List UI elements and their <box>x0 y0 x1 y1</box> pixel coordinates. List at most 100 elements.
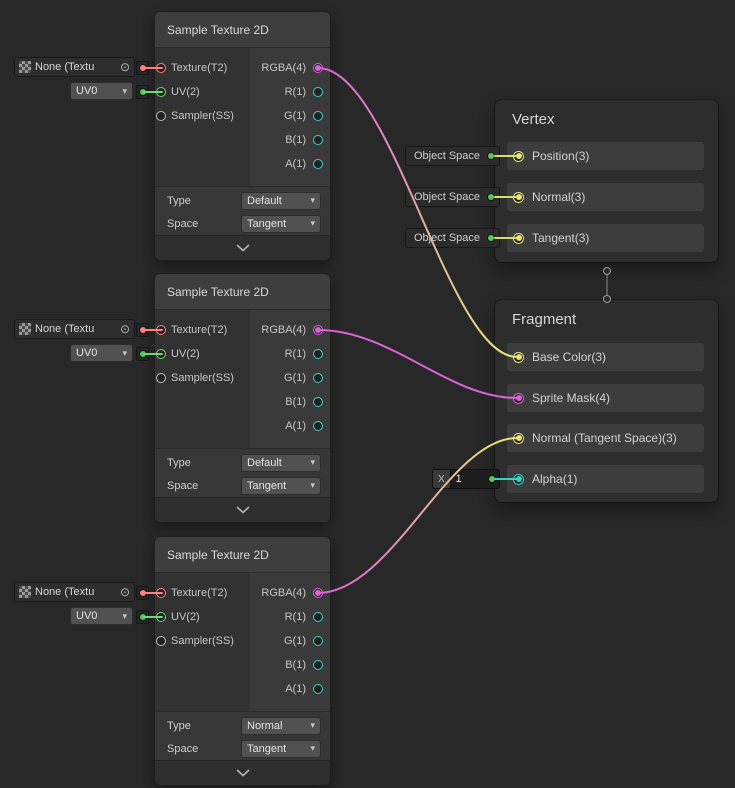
type-dropdown[interactable]: Normal ▾ <box>241 716 321 735</box>
rgba-port-icon[interactable] <box>313 588 323 598</box>
texture-connector-chip[interactable] <box>136 586 149 600</box>
texture-asset-field[interactable]: None (Textu ⊙ <box>14 57 135 77</box>
texture-connector-chip[interactable] <box>136 323 149 337</box>
texture-connector-chip[interactable] <box>136 61 149 75</box>
g-port-icon[interactable] <box>313 636 323 646</box>
normal-tangent-port-icon[interactable] <box>513 432 524 444</box>
g-port-icon[interactable] <box>313 373 323 383</box>
sample-texture-node-1[interactable]: Sample Texture 2D Texture(T2) UV(2) Samp… <box>155 12 330 260</box>
output-port-g[interactable]: G(1) <box>250 104 330 128</box>
input-port-sampler[interactable]: Sampler(SS) <box>155 629 250 653</box>
input-port-texture[interactable]: Texture(T2) <box>155 581 250 605</box>
output-port-rgba[interactable]: RGBA(4) <box>250 581 330 605</box>
output-port-b[interactable]: B(1) <box>250 390 330 414</box>
node-header[interactable]: Sample Texture 2D <box>155 12 330 48</box>
texture-port-icon[interactable] <box>156 325 166 335</box>
position-port-icon[interactable] <box>513 150 524 162</box>
sampler-port-icon[interactable] <box>156 373 166 383</box>
rgba-port-icon[interactable] <box>313 325 323 335</box>
type-dropdown[interactable]: Default ▾ <box>241 453 321 472</box>
fragment-row-normal-tangent[interactable]: Normal (Tangent Space)(3) <box>507 424 704 452</box>
collapse-strip[interactable] <box>155 235 330 260</box>
output-port-rgba[interactable]: RGBA(4) <box>250 318 330 342</box>
g-port-icon[interactable] <box>313 111 323 121</box>
uv-port-icon[interactable] <box>156 349 166 359</box>
a-port-icon[interactable] <box>313 684 323 694</box>
a-port-icon[interactable] <box>313 159 323 169</box>
fragment-row-base-color[interactable]: Base Color(3) <box>507 343 704 371</box>
input-port-uv[interactable]: UV(2) <box>155 605 250 629</box>
output-port-r[interactable]: R(1) <box>250 605 330 629</box>
sample-texture-node-3[interactable]: Sample Texture 2D Texture(T2) UV(2) Samp… <box>155 537 330 785</box>
output-port-a[interactable]: A(1) <box>250 677 330 701</box>
vertex-stack[interactable]: Vertex Position(3) Normal(3) Tangent(3) <box>495 100 718 262</box>
collapse-strip[interactable] <box>155 497 330 522</box>
b-port-icon[interactable] <box>313 660 323 670</box>
tangent-space-dropdown[interactable]: Object Space <box>405 228 500 248</box>
uv-connector-chip[interactable] <box>136 347 149 361</box>
collapse-strip[interactable] <box>155 760 330 785</box>
b-port-icon[interactable] <box>313 135 323 145</box>
texture-port-icon[interactable] <box>156 63 166 73</box>
r-port-icon[interactable] <box>313 87 323 97</box>
input-port-sampler[interactable]: Sampler(SS) <box>155 104 250 128</box>
input-port-texture[interactable]: Texture(T2) <box>155 318 250 342</box>
output-port-g[interactable]: G(1) <box>250 366 330 390</box>
uv-channel-dropdown[interactable]: UV0 ▾ <box>70 344 133 362</box>
space-dropdown[interactable]: Tangent ▾ <box>241 739 321 758</box>
rgba-port-icon[interactable] <box>313 63 323 73</box>
node-header[interactable]: Sample Texture 2D <box>155 274 330 310</box>
position-space-dropdown[interactable]: Object Space <box>405 146 500 166</box>
vertex-row-position[interactable]: Position(3) <box>507 142 704 170</box>
object-picker-icon[interactable]: ⊙ <box>119 585 130 599</box>
sample-texture-node-2[interactable]: Sample Texture 2D Texture(T2) UV(2) Samp… <box>155 274 330 522</box>
object-picker-icon[interactable]: ⊙ <box>119 60 130 74</box>
uv-port-icon[interactable] <box>156 612 166 622</box>
wire-rgba1-to-base-color[interactable] <box>317 67 518 358</box>
uv-channel-dropdown[interactable]: UV0 ▾ <box>70 607 133 625</box>
output-port-g[interactable]: G(1) <box>250 629 330 653</box>
r-port-icon[interactable] <box>313 349 323 359</box>
fragment-stack[interactable]: Fragment Base Color(3) Sprite Mask(4) No… <box>495 300 718 502</box>
output-port-b[interactable]: B(1) <box>250 653 330 677</box>
fragment-row-sprite-mask[interactable]: Sprite Mask(4) <box>507 384 704 412</box>
normal-space-dropdown[interactable]: Object Space <box>405 187 500 207</box>
output-port-r[interactable]: R(1) <box>250 342 330 366</box>
base-color-port-icon[interactable] <box>513 351 524 363</box>
output-port-a[interactable]: A(1) <box>250 152 330 176</box>
uv-channel-dropdown[interactable]: UV0 ▾ <box>70 82 133 100</box>
sampler-port-icon[interactable] <box>156 636 166 646</box>
uv-port-icon[interactable] <box>156 87 166 97</box>
sampler-port-icon[interactable] <box>156 111 166 121</box>
vertex-row-tangent[interactable]: Tangent(3) <box>507 224 704 252</box>
object-picker-icon[interactable]: ⊙ <box>119 322 130 336</box>
wire-rgba2-to-sprite-mask[interactable] <box>317 329 518 399</box>
vertex-row-normal[interactable]: Normal(3) <box>507 183 704 211</box>
input-port-uv[interactable]: UV(2) <box>155 80 250 104</box>
output-port-r[interactable]: R(1) <box>250 80 330 104</box>
node-header[interactable]: Sample Texture 2D <box>155 537 330 573</box>
normal-port-icon[interactable] <box>513 191 524 203</box>
alpha-port-icon[interactable] <box>513 473 524 485</box>
input-port-uv[interactable]: UV(2) <box>155 342 250 366</box>
a-port-icon[interactable] <box>313 421 323 431</box>
alpha-value-input[interactable]: 1 <box>455 473 462 485</box>
output-port-a[interactable]: A(1) <box>250 414 330 438</box>
output-port-rgba[interactable]: RGBA(4) <box>250 56 330 80</box>
input-port-texture[interactable]: Texture(T2) <box>155 56 250 80</box>
texture-asset-field[interactable]: None (Textu ⊙ <box>14 319 135 339</box>
b-port-icon[interactable] <box>313 397 323 407</box>
wire-rgba3-to-normal-tangent[interactable] <box>317 437 518 594</box>
space-dropdown[interactable]: Tangent ▾ <box>241 476 321 495</box>
texture-asset-field[interactable]: None (Textu ⊙ <box>14 582 135 602</box>
fragment-row-alpha[interactable]: Alpha(1) <box>507 465 704 493</box>
output-port-b[interactable]: B(1) <box>250 128 330 152</box>
uv-connector-chip[interactable] <box>136 610 149 624</box>
input-port-sampler[interactable]: Sampler(SS) <box>155 366 250 390</box>
type-dropdown[interactable]: Default ▾ <box>241 191 321 210</box>
uv-connector-chip[interactable] <box>136 85 149 99</box>
tangent-port-icon[interactable] <box>513 232 524 244</box>
r-port-icon[interactable] <box>313 612 323 622</box>
alpha-value-field[interactable]: X 1 <box>432 469 500 489</box>
